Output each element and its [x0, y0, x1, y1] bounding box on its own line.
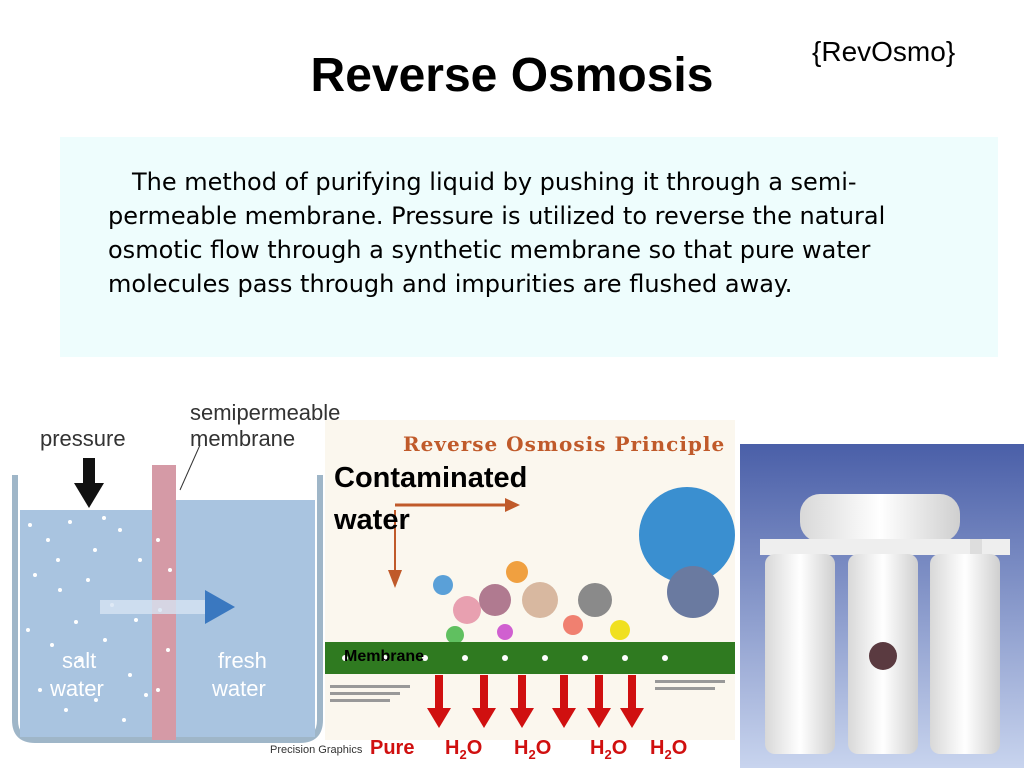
definition-box: The method of purifying liquid by pushin… [60, 137, 998, 357]
contaminated-label-1: Contaminated [334, 462, 528, 494]
h2o-label: H2O [590, 737, 628, 762]
fresh-label-2: water [211, 676, 266, 701]
ro-filter-photo [740, 444, 1024, 768]
salt-label-1: salt [62, 648, 96, 673]
ro-principle-diagram: Reverse Osmosis Principle [325, 420, 735, 740]
slide-tag: {RevOsmo} [812, 36, 956, 67]
h2o-label: H2O [445, 737, 483, 762]
membrane-label-1: semipermeable [190, 400, 340, 425]
pressure-label: pressure [40, 426, 126, 451]
pure-label: Pure [370, 737, 415, 759]
h2o-label: H2O [514, 737, 552, 762]
image-credit: Precision Graphics [270, 744, 363, 756]
slide-title: Reverse Osmosis [310, 49, 714, 102]
fresh-label-1: fresh [218, 648, 267, 673]
outflow-arrows [427, 675, 644, 728]
salt-label-2: water [49, 676, 104, 701]
contaminated-label-2: water [334, 504, 410, 536]
definition-text: The method of purifying liquid by pushin… [108, 168, 886, 298]
bacteria-circle [639, 487, 735, 583]
principle-title: Reverse Osmosis Principle [403, 432, 726, 456]
h2o-label: H2O [650, 737, 688, 762]
membrane-label-2: membrane [190, 426, 295, 451]
osmosis-diagram: pressure semipermeable membrane salt wat… [0, 390, 375, 768]
salt-dots [26, 516, 148, 722]
membrane-label: Membrane [344, 648, 425, 665]
virus-circle [667, 566, 719, 618]
